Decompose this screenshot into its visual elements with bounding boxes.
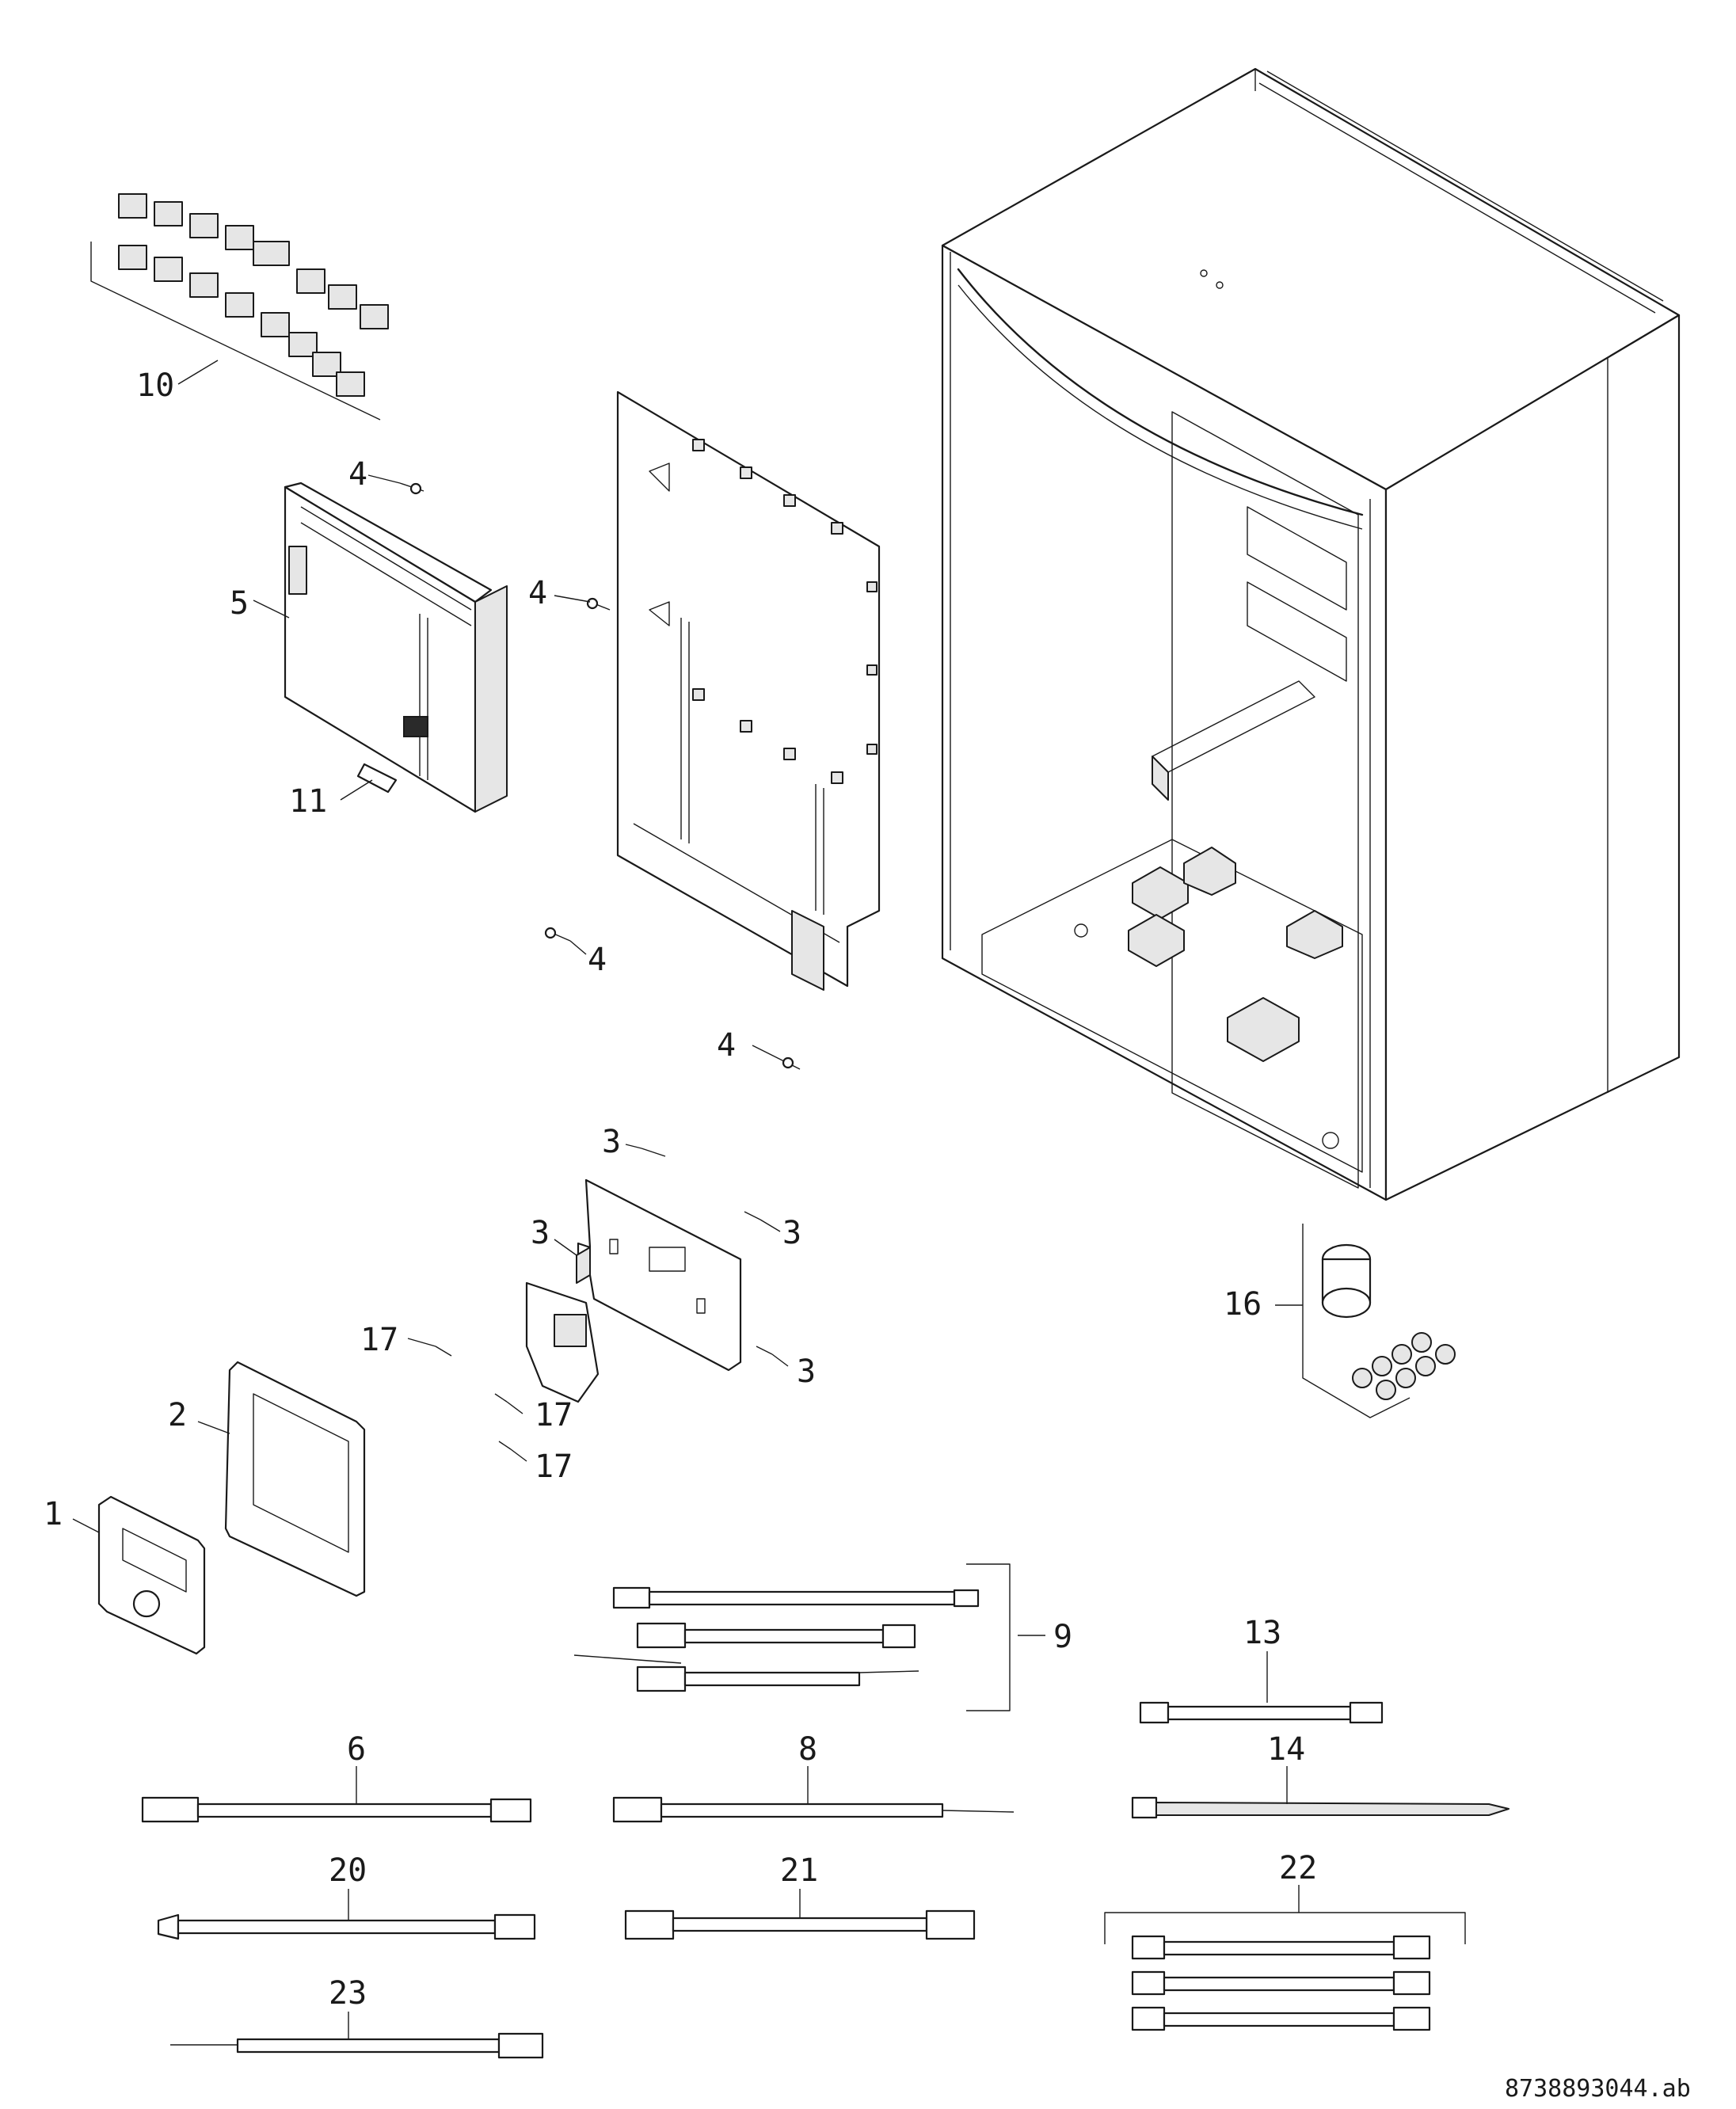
label-3c: 3 [531, 1215, 550, 1251]
label-10: 10 [136, 367, 174, 404]
label-3b: 3 [782, 1215, 801, 1251]
terminal-blocks [90, 193, 389, 421]
cable-set-22 [1104, 1912, 1466, 2031]
label-3d: 3 [797, 1353, 816, 1390]
label-4d: 4 [717, 1027, 736, 1064]
cable-8 [612, 1796, 1015, 1823]
label-8: 8 [798, 1731, 817, 1768]
screws [399, 482, 801, 1070]
label-13: 13 [1243, 1615, 1281, 1651]
room-controller [97, 1495, 206, 1655]
cable-21 [624, 1909, 976, 1940]
cable-6 [141, 1796, 532, 1823]
label-17a: 17 [360, 1322, 398, 1358]
label-6: 6 [347, 1731, 366, 1768]
cabinet-housing [941, 67, 1681, 1201]
label-17b: 17 [535, 1397, 573, 1433]
mounting-plate [616, 390, 881, 991]
cable-20 [157, 1913, 536, 1940]
fuse [356, 763, 398, 794]
label-16: 16 [1224, 1286, 1262, 1323]
screws-17 [435, 1346, 512, 1450]
cable-23 [170, 2032, 544, 2059]
mounting-bracket [576, 1148, 773, 1372]
wall-base [525, 1281, 600, 1403]
label-5: 5 [230, 585, 249, 622]
label-21: 21 [780, 1852, 818, 1889]
cable-set-9 [573, 1563, 1011, 1711]
label-4c: 4 [588, 942, 607, 978]
document-reference: 8738893044.ab [1505, 2075, 1691, 2103]
label-22: 22 [1279, 1850, 1317, 1886]
cover-frame [224, 1361, 366, 1597]
label-17c: 17 [535, 1449, 573, 1485]
leader-lines [72, 360, 1303, 2039]
label-1: 1 [44, 1496, 63, 1532]
label-20: 20 [329, 1852, 367, 1889]
cable-glands [1302, 1224, 1456, 1418]
control-unit [284, 482, 508, 813]
cable-tie-14 [1131, 1796, 1509, 1819]
label-9: 9 [1053, 1619, 1072, 1655]
label-3a: 3 [602, 1124, 621, 1160]
label-14: 14 [1267, 1731, 1305, 1768]
part-labels: 10 4 4 5 11 4 4 3 3 3 3 17 17 17 2 1 16 … [44, 367, 1317, 2012]
label-23: 23 [329, 1975, 367, 2012]
cable-13 [1139, 1701, 1384, 1724]
label-11: 11 [289, 783, 327, 820]
label-4b: 4 [528, 575, 547, 611]
label-4a: 4 [348, 456, 367, 493]
label-2: 2 [168, 1397, 187, 1433]
